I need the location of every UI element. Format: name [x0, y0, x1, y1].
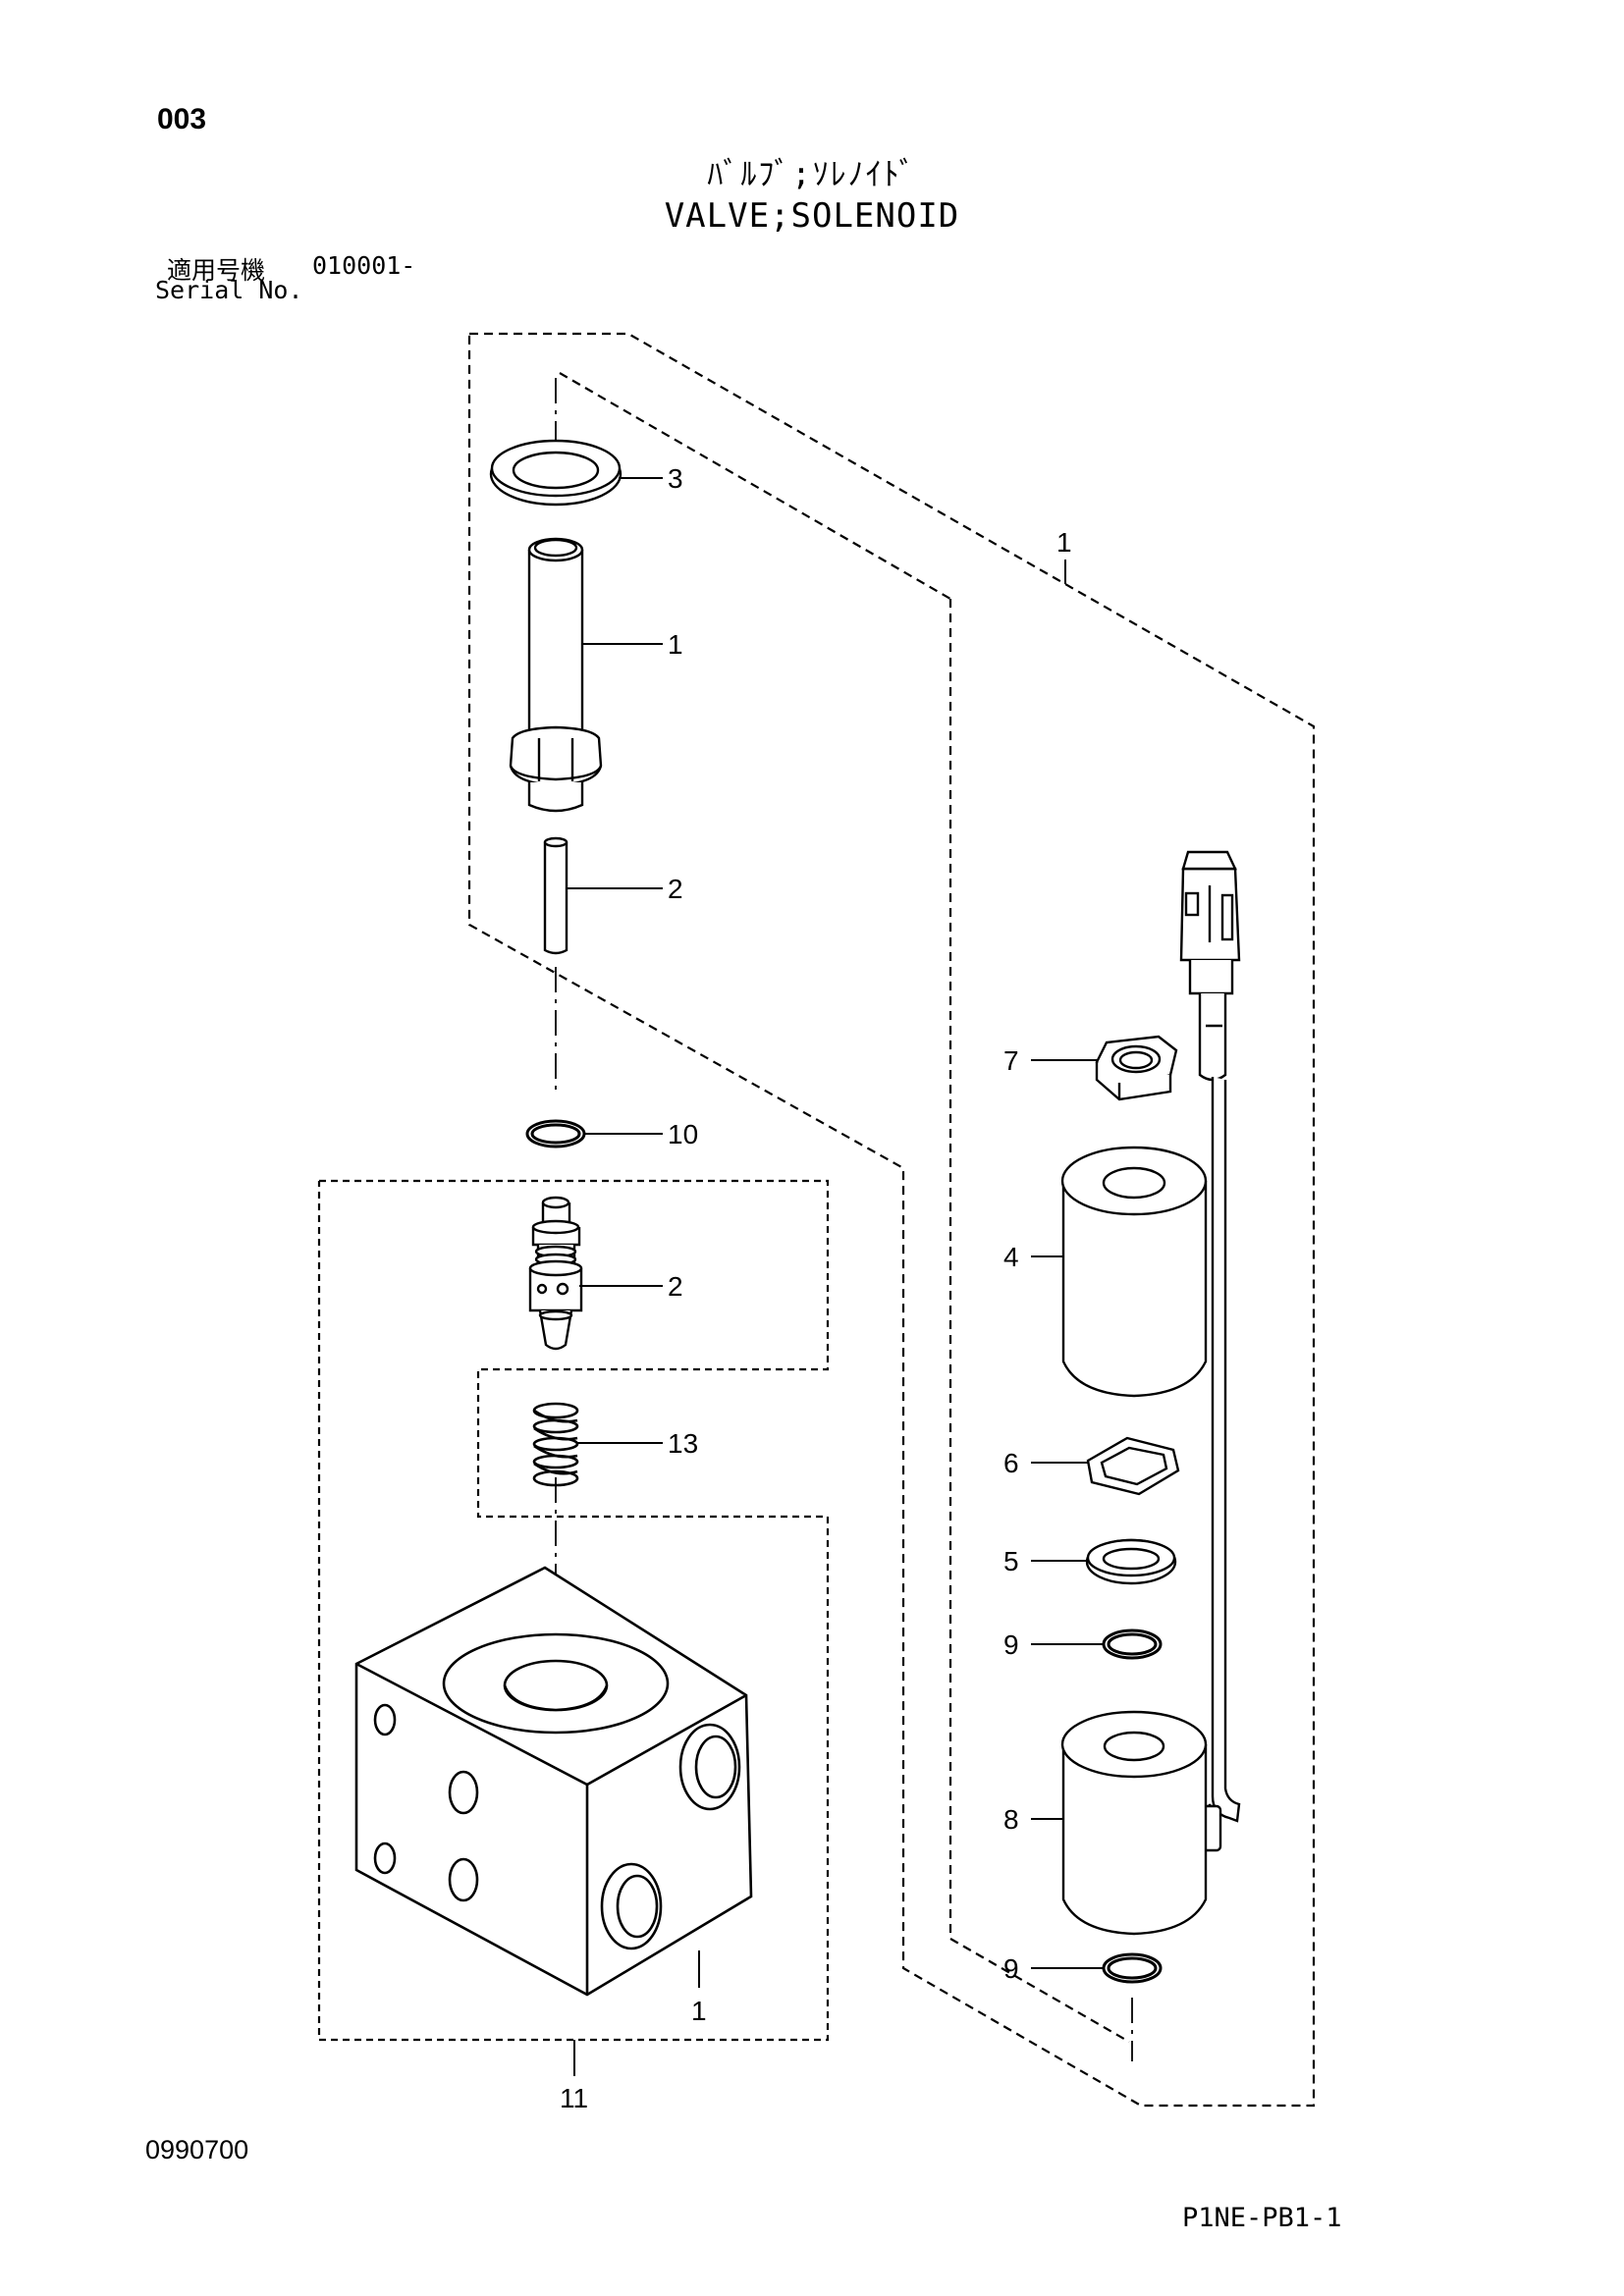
callout-10: 10 [668, 1119, 698, 1149]
assembly-outline-1 [467, 332, 1316, 2108]
callout-7: 7 [1003, 1045, 1019, 1076]
callout-1-block: 1 [691, 1996, 707, 2026]
document-code: 0990700 [145, 2135, 249, 2164]
spool-part-2 [528, 1196, 583, 1351]
callout-11: 11 [560, 2083, 588, 2113]
leader-lines [567, 477, 1104, 2076]
washer-part-5 [1085, 1538, 1177, 1585]
callout-9-lower: 9 [1003, 1953, 1019, 1984]
callout-6: 6 [1003, 1448, 1019, 1478]
washer-part-3 [489, 439, 623, 507]
callout-1-sleeve: 1 [668, 629, 683, 660]
serial-label-english: Serial No. [155, 276, 303, 304]
callout-2-pin: 2 [668, 874, 683, 904]
assembly-outline-11 [317, 1179, 830, 2042]
title-english: VALVE;SOLENOID [664, 196, 960, 236]
coil-part-8 [1060, 1710, 1208, 1936]
sheet-code: P1NE-PB1-1 [1182, 2203, 1342, 2233]
callout-13: 13 [668, 1428, 698, 1459]
title-japanese: ﾊﾞﾙﾌﾞ;ｿﾚﾉｲﾄﾞ [707, 155, 917, 192]
callout-2-spool: 2 [668, 1271, 683, 1302]
callout-5: 5 [1003, 1546, 1019, 1576]
o-ring-part-9-upper [1102, 1629, 1163, 1660]
coil-part-4 [1060, 1146, 1208, 1398]
pin-part-2 [543, 836, 568, 955]
serial-label-japanese: 適用号機 [167, 256, 266, 285]
page-number: 003 [157, 103, 207, 135]
o-ring-part-9-lower [1102, 1952, 1163, 1984]
o-ring-part-10 [525, 1119, 586, 1148]
sleeve-part-1 [509, 537, 603, 813]
callout-3: 3 [668, 463, 683, 494]
callout-4: 4 [1003, 1242, 1019, 1272]
hex-nut-part-7 [1095, 1035, 1178, 1101]
callout-8: 8 [1003, 1804, 1019, 1835]
spring-part-13 [532, 1402, 579, 1487]
serial-value: 010001- [312, 251, 416, 280]
callout-1-assembly: 1 [1056, 527, 1072, 558]
harness-connector [1179, 850, 1241, 1852]
valve-block-part-1 [354, 1566, 753, 1997]
spacer-part-6 [1086, 1436, 1180, 1496]
callout-9-upper: 9 [1003, 1629, 1019, 1660]
